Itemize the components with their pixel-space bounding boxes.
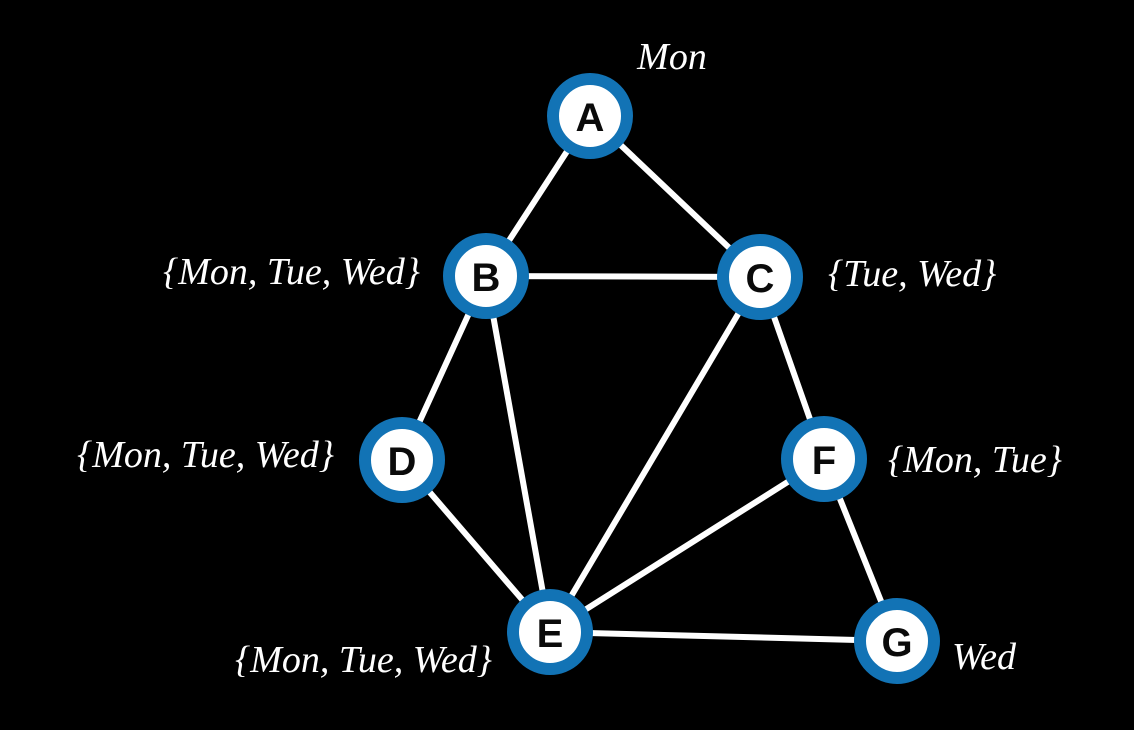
domain-label-E: {Mon, Tue, Wed}	[235, 639, 492, 681]
edge-C-E	[547, 274, 763, 635]
node-C-circle	[717, 234, 803, 320]
node-C: C	[717, 234, 803, 320]
node-A-letter: A	[576, 96, 605, 140]
node-B-letter: B	[472, 256, 501, 300]
node-E: E	[507, 589, 593, 675]
node-E-circle	[507, 589, 593, 675]
node-F: F	[781, 416, 867, 502]
edge-B-E	[483, 273, 553, 635]
domain-label-G: Wed	[952, 636, 1017, 678]
edge-E-G	[547, 629, 900, 644]
node-G-circle	[854, 598, 940, 684]
node-C-letter: C	[746, 257, 775, 301]
node-A-circle	[547, 73, 633, 159]
node-A: A	[547, 73, 633, 159]
node-G-letter: G	[881, 621, 912, 665]
domain-label-C: {Tue, Wed}	[828, 253, 996, 295]
node-B-circle	[443, 233, 529, 319]
edge-B-C	[483, 273, 763, 280]
node-D-circle	[359, 417, 445, 503]
domain-label-F: {Mon, Tue}	[888, 439, 1062, 481]
domain-label-B: {Mon, Tue, Wed}	[163, 251, 420, 293]
node-D: D	[359, 417, 445, 503]
node-B: B	[443, 233, 529, 319]
edge-E-F	[547, 456, 827, 635]
domain-label-A: Mon	[636, 36, 707, 78]
node-F-circle	[781, 416, 867, 502]
node-E-letter: E	[537, 612, 564, 656]
node-F-letter: F	[812, 439, 836, 483]
node-D-letter: D	[388, 440, 417, 484]
node-G: G	[854, 598, 940, 684]
domain-label-D: {Mon, Tue, Wed}	[77, 434, 334, 476]
